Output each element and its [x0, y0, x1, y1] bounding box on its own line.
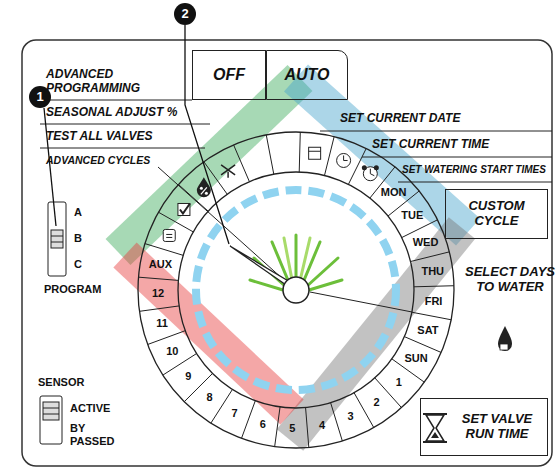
switch-label: PROGRAM [44, 283, 101, 296]
node-text: OFF [213, 66, 245, 84]
ring-divider [348, 148, 366, 184]
program-letter: B [74, 232, 82, 245]
blue-ring [196, 190, 396, 390]
calendar-icon [309, 147, 321, 159]
icon-part [200, 187, 203, 190]
program-switch [48, 202, 66, 276]
mode-label: ADVANCED CYCLES [46, 154, 150, 166]
station-number: 9 [185, 370, 191, 383]
ring-divider [404, 337, 441, 353]
dial-outer [138, 132, 454, 448]
icon-part [344, 155, 348, 160]
test-checkbox-icon [178, 203, 190, 215]
node-text: CUSTOM CYCLE [450, 199, 543, 229]
program-letter: C [74, 258, 82, 271]
dial-icons [163, 147, 379, 241]
icon-part [166, 234, 172, 235]
switch-slider [43, 402, 59, 420]
dial-inner [178, 172, 414, 408]
callout-number: 1 [36, 90, 43, 105]
custom-cycle-box: CUSTOM CYCLE [445, 189, 548, 239]
day-label: SAT [417, 324, 438, 337]
icon-part [362, 165, 367, 170]
ring-divider [354, 393, 374, 428]
ring-dividers [139, 132, 454, 447]
icon-part [201, 187, 207, 194]
icon-part [166, 237, 172, 238]
station-number: 1 [396, 376, 402, 389]
valve-run-time-box: SET VALVE RUN TIME [420, 398, 548, 456]
sensor-switch [40, 396, 62, 444]
icon-part [205, 192, 208, 195]
ring-divider [266, 135, 274, 174]
switch-slider [51, 230, 63, 248]
station-number: 12 [152, 287, 164, 300]
node-text: AUTO [284, 66, 329, 84]
mode-label: SET WATERING START TIMES [402, 164, 546, 176]
switch-label: SENSOR [38, 376, 84, 389]
ring-divider [306, 408, 309, 448]
day-label: WED [413, 236, 439, 249]
day-label: FRI [425, 295, 443, 308]
ring-divider [234, 145, 250, 182]
callout-number: 2 [181, 7, 188, 22]
clock-icon [337, 153, 351, 167]
station-number: 8 [206, 391, 212, 404]
mode-label: TEST ALL VALVES [46, 130, 152, 144]
ring-divider [139, 277, 179, 280]
station-number: 5 [289, 422, 295, 435]
grey-band [290, 228, 462, 440]
hourglass-icon [426, 415, 444, 441]
node-text: SET VALVE RUN TIME [451, 412, 543, 442]
ring-divider [411, 252, 450, 262]
ring-divider [145, 244, 183, 256]
station-number: 10 [166, 345, 178, 358]
off-sprinkler-icon [221, 165, 235, 178]
day-label: MON [381, 186, 407, 199]
day-label: THU [421, 265, 444, 278]
ring-divider [275, 407, 280, 447]
mode-label: ADVANCED PROGRAMMING [46, 68, 164, 96]
icon-part [370, 169, 374, 176]
ring-divider [242, 401, 256, 439]
callout-circle [174, 3, 196, 25]
ring-divider [412, 312, 451, 320]
ring-divider [139, 306, 179, 311]
station-number: 2 [373, 396, 379, 409]
ring-divider [331, 403, 343, 441]
program-letter: A [74, 206, 82, 219]
panel-frame [22, 40, 552, 466]
mode-label: SELECT DAYS TO WATER [462, 265, 558, 295]
ring-divider [299, 132, 300, 172]
ring-divider [148, 331, 186, 345]
mode-label: SEASONAL ADJUST % [46, 106, 177, 120]
switch-label: BY PASSED [70, 422, 132, 447]
ring-divider [211, 389, 233, 423]
icon-part [374, 165, 379, 170]
switch-label: ACTIVE [70, 402, 110, 415]
mode-label: SET CURRENT TIME [372, 138, 489, 152]
off-box: OFF [192, 50, 266, 100]
day-label: SUN [405, 352, 428, 365]
auto-box: AUTO [266, 50, 348, 100]
station-number: 11 [156, 317, 168, 330]
day-label: TUE [401, 209, 423, 222]
ring-divider [414, 286, 454, 287]
station-number: 3 [347, 410, 353, 423]
leader-line [44, 108, 56, 226]
advanced-cycles-icon [163, 229, 175, 241]
icon-part [309, 151, 321, 152]
icon-part [180, 203, 190, 213]
station-number: AUX [149, 258, 172, 271]
station-number: 6 [260, 418, 266, 431]
mode-label: SET CURRENT DATE [340, 112, 460, 126]
ring-divider [324, 137, 334, 176]
station-number: 7 [232, 407, 238, 420]
ring-divider [402, 220, 438, 238]
water-drop-icon [498, 326, 512, 351]
dial-knob [283, 277, 309, 303]
station-number: 4 [319, 419, 325, 432]
